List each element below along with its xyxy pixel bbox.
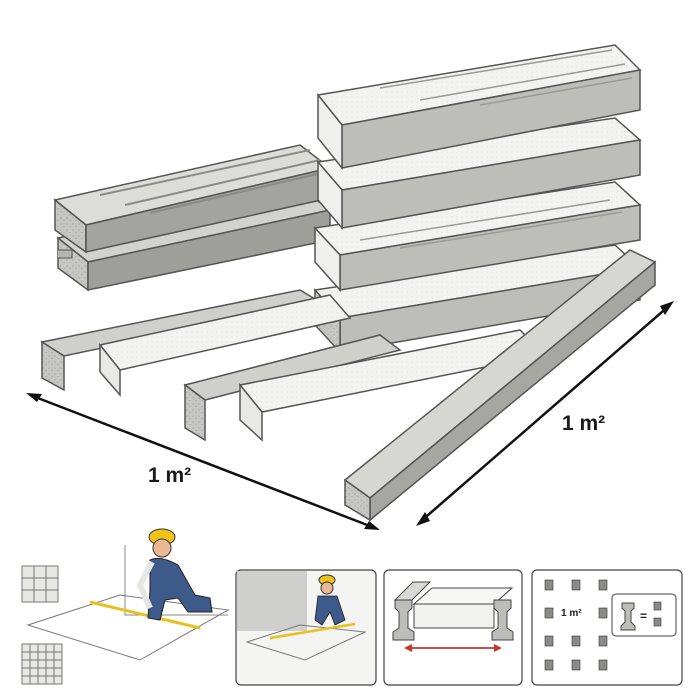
width-arrow-icon [404, 644, 502, 652]
worker-icon [314, 574, 346, 626]
beam-icon [392, 581, 432, 641]
front-dimension-label: 1 m² [148, 464, 191, 487]
side-dimension-line [419, 304, 671, 523]
front-arrowhead-left-icon [26, 393, 42, 402]
panel-beam-count: 1 m² = [531, 569, 683, 686]
tape-measure-icon [269, 622, 356, 640]
side-dimension-label: 1 m² [562, 412, 605, 435]
worker-icon [136, 528, 213, 621]
beam-icon [491, 599, 514, 641]
panel-block-between-beams [383, 569, 523, 686]
beam-count-area-label: 1 m² [561, 608, 582, 619]
side-arrowhead-top-icon [660, 301, 674, 315]
equals-icon: = [640, 609, 647, 623]
grid-large-icon [21, 643, 63, 685]
floor-layer [40, 249, 657, 522]
front-arrowhead-right-icon [364, 521, 380, 530]
beam-icon [620, 602, 636, 631]
tape-measure-icon [89, 600, 201, 630]
block-icon [412, 587, 514, 629]
panel-room-measuring [235, 569, 377, 686]
front-dimension: 1 m² [26, 393, 380, 530]
panel-installer-measuring [21, 528, 230, 685]
side-arrowhead-bottom-icon [416, 512, 430, 526]
side-dimension: 1 m² [416, 301, 674, 526]
right-block-stack [313, 44, 642, 354]
left-beam-stack [53, 144, 332, 292]
grid-small-icon [21, 565, 59, 603]
front-dimension-line [29, 393, 376, 530]
beam-grid [544, 579, 608, 671]
